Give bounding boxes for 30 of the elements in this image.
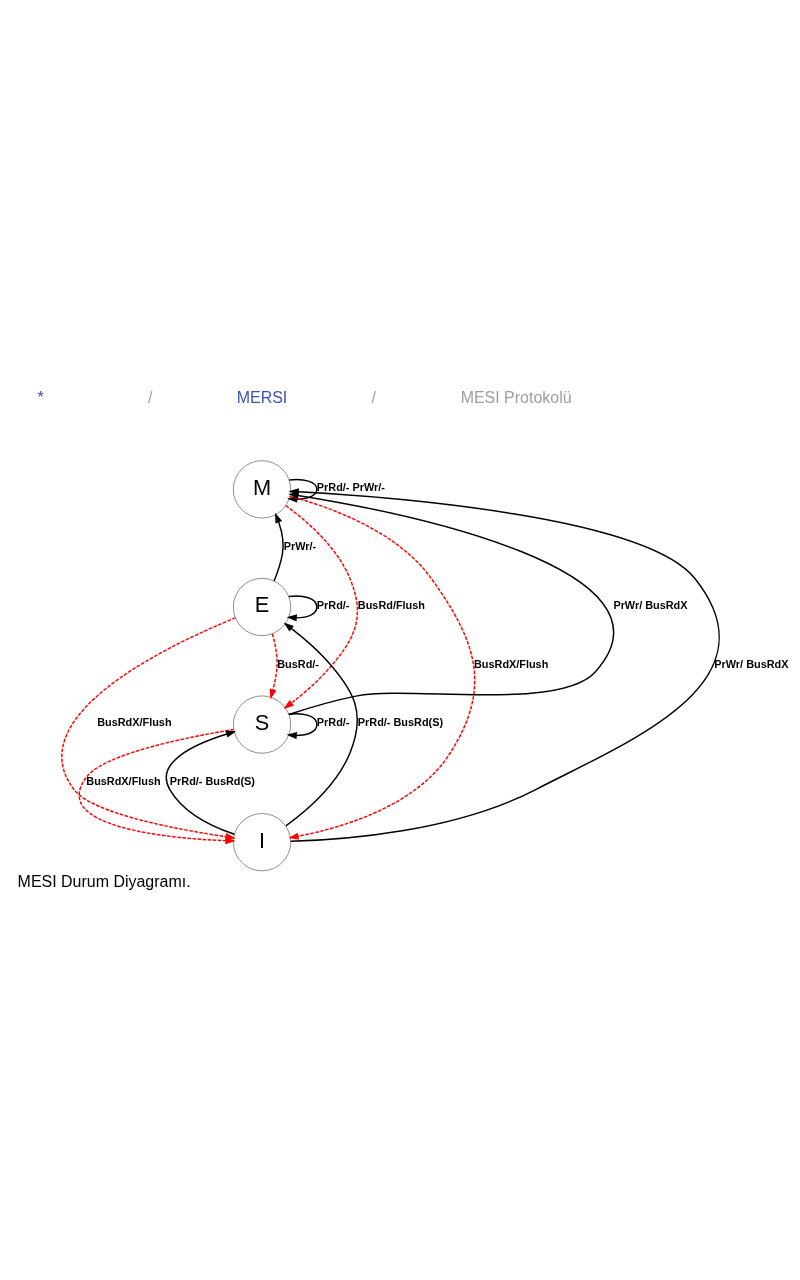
edge-label: BusRd/-	[276, 657, 319, 670]
edge-label: PrWr/ BusRdX	[612, 598, 688, 611]
label: /	[371, 389, 376, 407]
edge-label: PrRd/-	[316, 716, 349, 729]
edge-label: BusRdX/Flush	[85, 775, 161, 788]
arrow	[269, 633, 278, 700]
edge-label: PrRd/- BusRd(S)	[357, 716, 443, 729]
edge-label: BusRdX/Flush	[473, 657, 548, 670]
edge-label: PrRd/- PrWr/-	[316, 481, 385, 494]
node-circle: M	[232, 460, 291, 519]
edge-label: PrRd/-	[316, 598, 349, 611]
label: MERSI	[236, 389, 287, 407]
node-circle: E	[232, 577, 291, 636]
arrow	[165, 730, 236, 835]
edge-label: PrWr/ BusRdX	[713, 657, 788, 670]
node-circle: S	[232, 695, 291, 754]
caption: MESI Durum Diyagramı.	[17, 872, 191, 890]
label: MESI Protokolü	[460, 389, 572, 407]
edge-label: PrWr/-	[283, 539, 316, 552]
node-circle: I	[232, 813, 291, 872]
label: *	[36, 389, 44, 407]
label: /	[147, 389, 152, 407]
edge-label: BusRdX/Flush	[96, 716, 172, 729]
arrow	[283, 504, 358, 709]
arrow	[286, 712, 318, 740]
edge-label: BusRd/Flush	[357, 598, 425, 611]
arrow	[283, 622, 358, 827]
arrow	[272, 512, 284, 582]
edge-label: PrRd/- BusRd(S)	[169, 775, 255, 788]
arrow	[286, 595, 318, 622]
